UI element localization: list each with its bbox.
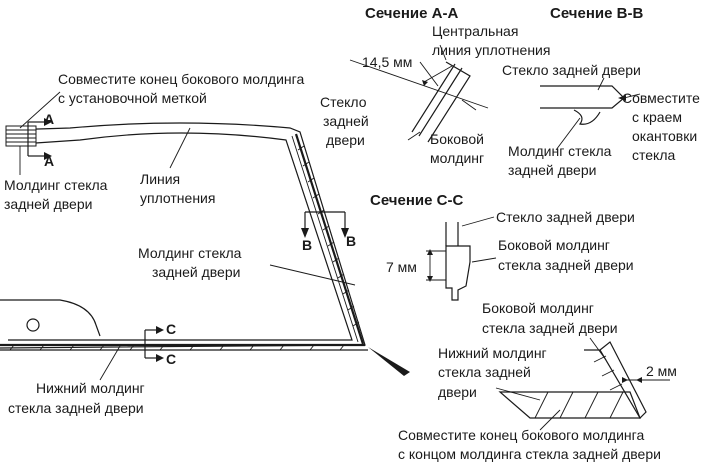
detail-align-end-1: Совместите конец бокового молдинга [398,427,644,443]
section-bb-molding-1: Молдинг стекла [508,143,612,159]
detail-view: Боковой молдинг стекла задней двери 2 мм… [398,300,677,462]
section-aa-side-molding-2: молдинг [430,150,484,166]
marker-a-label-bottom: A [44,153,54,169]
leader-seal-line [169,127,191,169]
detail-side-molding-2: стекла задней двери [482,320,618,336]
section-cc-glass: Стекло задней двери [496,209,635,225]
section-aa-glass-1: Стекло [320,94,367,110]
section-aa-central-line-1: Центральная [432,23,518,39]
marker-b-label-left: B [302,237,312,253]
detail-side-molding [584,341,647,419]
leader-center-molding [269,264,356,286]
label-seal-line-1: Линия [140,171,180,187]
leader-align-mark [19,91,61,129]
door-body-line [0,299,101,337]
section-marker-b: B B [301,211,356,253]
section-aa: Сечение А-А Центральная линия уплотнения… [320,5,550,166]
main-glass-view: A A B B C C Совместите [0,71,410,416]
marker-c-label-bottom: C [166,351,176,367]
section-cc-side-molding-2: стекла задней двери [498,257,634,273]
section-aa-glass-2: задней [323,113,369,129]
door-frame-outline [0,122,366,349]
section-bb-molding-2: задней двери [508,162,596,178]
marker-a-label-top: A [44,111,54,127]
section-aa-glass-3: двери [326,132,365,148]
section-aa-title: Сечение А-А [365,5,458,22]
detail-lower-molding-3: двери [438,384,477,400]
section-cc-title: Сечение С-С [370,192,463,209]
section-bb-align-4: стекла [632,147,675,163]
section-aa-molding-leader [461,99,477,111]
section-aa-glass [411,63,463,137]
bolt-hole [26,318,40,332]
section-bb-align-3: окантовки [632,128,697,144]
label-left-molding-1: Молдинг стекла [4,177,108,193]
seal-line-outline [5,132,353,341]
section-aa-center-line [349,59,489,109]
detail-side-molding-1: Боковой молдинг [482,300,594,316]
section-aa-central-line-2: линия уплотнения [432,42,550,58]
side-molding-hatch [297,145,360,327]
detail-pointer [368,347,410,376]
section-cc-dimension: 7 мм [386,259,417,275]
section-cc-glass-shape [445,222,459,246]
leader-lower-molding [99,345,121,381]
section-cc-side-molding-1: Боковой молдинг [498,237,610,253]
label-center-molding-1: Молдинг стекла [138,245,242,261]
left-molding-hatch [6,129,36,143]
side-molding-right [294,133,365,345]
section-bb-glass-shape [540,85,625,109]
section-bb-title: Сечение В-В [550,5,643,22]
section-aa-side-molding-1: Боковой [430,131,484,147]
detail-hatch [534,355,624,419]
detail-lower-molding-1: Нижний молдинг [438,345,547,361]
section-marker-a: A A [27,111,54,169]
detail-lower-molding [498,391,641,419]
section-bb-align-2: с краем [632,109,682,125]
detail-align-end-2: с концом молдинга стекла задней двери [398,446,661,462]
label-lower-molding-2: стекла задней двери [8,400,144,416]
detail-lower-molding-2: стекла задней [438,364,531,380]
marker-c-label-top: C [166,321,176,337]
section-bb-align-1: Совместите [622,90,700,106]
detail-dimension: 2 мм [646,363,677,379]
label-center-molding-2: задней двери [152,264,240,280]
left-molding-stub [5,125,37,147]
section-marker-c: C C [144,321,176,367]
label-align-side-molding-2: с установочной меткой [58,90,207,106]
label-align-side-molding-1: Совместите конец бокового молдинга [58,71,304,87]
section-bb: Сечение В-В Стекло задней двери Совмести… [502,5,700,178]
lower-molding-hatch [9,344,345,351]
label-lower-molding-1: Нижний молдинг [36,380,145,396]
section-bb-glass: Стекло задней двери [502,62,641,78]
label-left-molding-2: задней двери [4,196,92,212]
section-cc: Сечение С-С Стекло задней двери Боковой … [370,192,635,301]
marker-b-label-right: B [346,233,356,249]
section-aa-dimension: 14,5 мм [362,54,412,70]
section-cc-molding-shape [445,245,471,301]
label-seal-line-2: уплотнения [140,190,215,206]
side-molding-inner-edge [291,135,359,343]
